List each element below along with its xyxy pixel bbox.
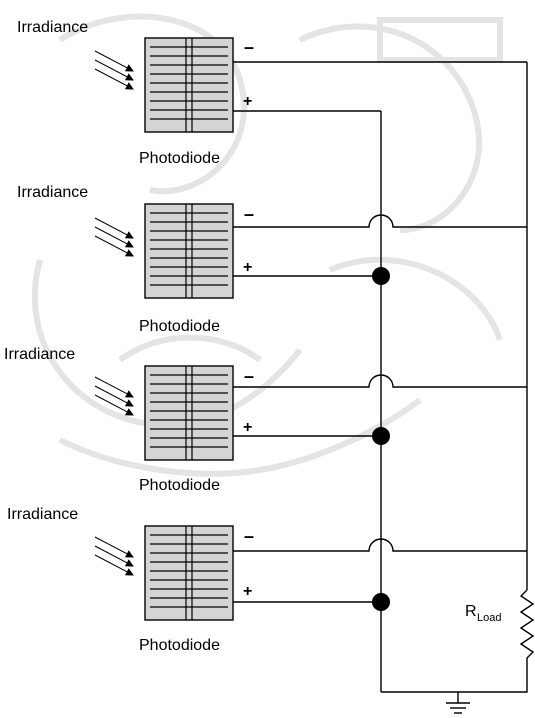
minus-terminal: – [244,204,254,224]
minus-terminal: – [244,526,254,546]
irradiance-arrows [94,50,134,90]
junction-dot [372,593,390,611]
irradiance-arrows [94,376,134,416]
ground-icon [446,692,470,714]
plus-terminal: + [243,259,252,276]
minus-terminal: – [244,37,254,57]
watermark-seal [31,13,503,477]
photodiode-label: Photodiode [139,477,220,494]
irradiance-label: Irradiance [17,184,88,201]
load-symbol: R [465,603,477,620]
plus-terminal: + [243,583,252,600]
load-resistor [519,589,535,676]
panel-1: Irradiance – + Ph [17,19,527,167]
irradiance-label: Irradiance [7,506,78,523]
photodiode-cell [144,525,234,621]
photodiode-cell [144,37,234,133]
photodiode-label: Photodiode [139,150,220,167]
irradiance-arrows [94,536,134,576]
plus-terminal: + [243,93,252,110]
photodiode-label: Photodiode [139,637,220,654]
junction-dot [372,267,390,285]
photodiode-cell [144,365,234,461]
junction-dot [372,427,390,445]
load-subscript: Load [477,612,501,624]
plus-terminal: + [243,419,252,436]
minus-wire-hop [233,214,527,228]
photodiode-label: Photodiode [139,318,220,335]
minus-wire-hop [233,374,527,388]
panel-4: Irradiance – + [7,506,527,654]
irradiance-label: Irradiance [17,19,88,36]
minus-terminal: – [244,366,254,386]
panel-3: Irradiance – + [4,346,527,494]
minus-wire-hop [233,538,527,552]
photodiode-cell [144,203,234,299]
panel-2: Irradiance – + [17,184,527,335]
bottom-wire [381,676,528,693]
irradiance-label: Irradiance [4,346,75,363]
irradiance-arrows [94,217,134,257]
